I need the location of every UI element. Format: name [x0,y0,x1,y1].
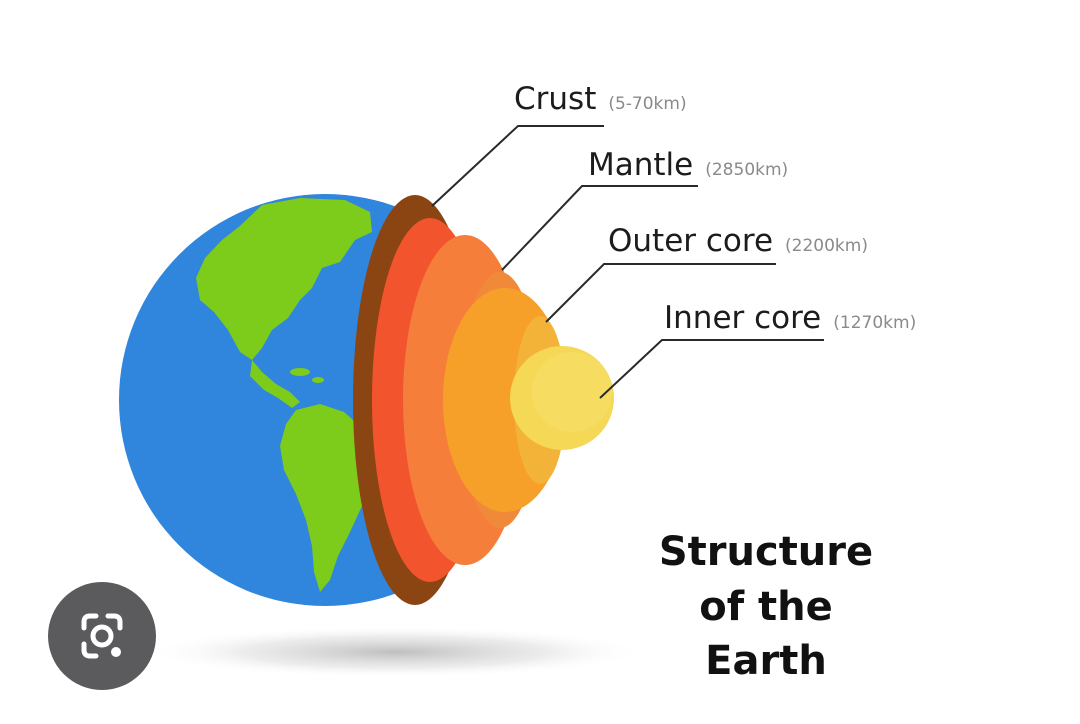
mantle-depth: (2850km) [705,160,788,180]
layer-labels: Crust (5-70km) Mantle (2850km) Outer cor… [514,81,916,336]
mantle-label: Mantle (2850km) [588,147,788,183]
inner-core-depth: (1270km) [833,313,916,333]
title-line-2: of the [699,584,833,630]
inner-core-label: Inner core (1270km) [664,300,916,336]
continents [196,198,372,592]
crust-label: Crust (5-70km) [514,81,687,117]
outer-core-label: Outer core (2200km) [608,223,868,259]
inner-core-name: Inner core [664,300,821,336]
inner-core-highlight [532,352,612,432]
caribbean-island [290,368,310,376]
cutaway [353,195,614,605]
outer-core-depth: (2200km) [785,236,868,256]
north-america [196,198,372,360]
visual-search-button[interactable] [48,582,156,690]
title-line-3: Earth [705,638,827,684]
crust-depth: (5-70km) [608,94,686,114]
camera-search-icon [81,613,123,659]
central-america [250,360,300,408]
title-line-1: Structure [659,529,873,575]
mantle-name: Mantle [588,147,693,183]
caribbean-island-2 [312,377,324,383]
greenland [300,202,348,232]
diagram-title: Structure of the Earth [659,529,873,684]
leader-lines [431,125,824,399]
outer-core-leader [545,263,776,323]
crust-name: Crust [514,81,596,117]
inner-core-leader [599,339,824,399]
mantle-leader [501,185,698,271]
outer-core-name: Outer core [608,223,773,259]
crust-leader [431,125,604,207]
south-america [280,404,372,592]
ground-shadow [145,626,645,678]
